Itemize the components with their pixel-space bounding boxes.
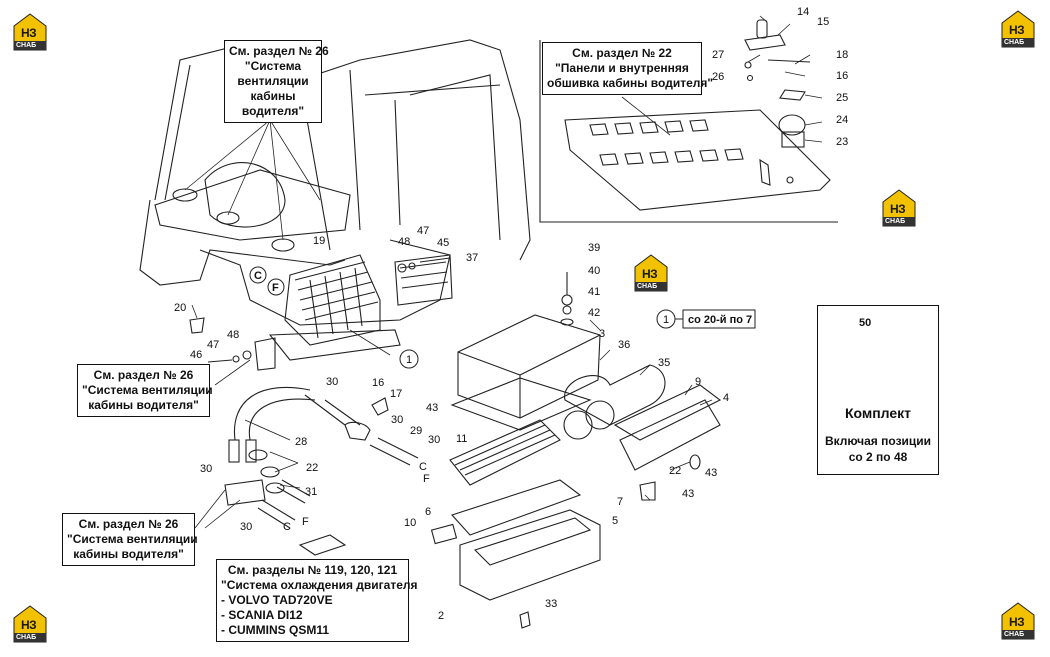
logo-icon — [634, 254, 668, 292]
coolant-hoses — [228, 386, 419, 529]
kit-box: 50 Комплект Включая позиции со 2 по 48 — [817, 305, 939, 475]
part-number-9: 9 — [695, 376, 701, 388]
range-note-number: 1 — [663, 314, 669, 326]
range-note: 1 со 20-й по 7 — [656, 309, 756, 329]
logo-icon — [882, 189, 916, 227]
callout-engine-cooling: См. разделы № 119, 120, 121 "Система охл… — [216, 559, 418, 642]
part-number-42: 42 — [588, 307, 600, 319]
part-number-15: 15 — [817, 16, 829, 28]
part-number-16: 16 — [372, 377, 384, 389]
part-number-43: 43 — [426, 402, 438, 414]
part-number-5: 5 — [612, 515, 618, 527]
kit-title: Комплект — [844, 405, 912, 421]
connector-c-label: C — [254, 270, 262, 282]
part-number-25: 25 — [836, 92, 848, 104]
part-number-40: 40 — [588, 265, 600, 277]
connector-c-label-3: C — [283, 521, 291, 533]
part-number-1: 1 — [406, 354, 412, 366]
callout-circle — [399, 349, 419, 369]
part-number-41: 41 — [588, 286, 600, 298]
part-number-6: 6 — [425, 506, 431, 518]
leader-lines — [184, 15, 823, 529]
part-number-23: 23 — [836, 136, 848, 148]
part-number-48: 48 — [398, 236, 410, 248]
part-number-30: 30 — [200, 463, 212, 475]
part-number-48: 48 — [227, 329, 239, 341]
part-number-17: 17 — [390, 388, 402, 400]
flow-arrow — [298, 534, 347, 556]
part-number-7: 7 — [617, 496, 623, 508]
part-number-47: 47 — [207, 339, 219, 351]
part-number-19: 19 — [313, 235, 325, 247]
logo-icon — [13, 13, 47, 51]
connector-f-label-3: F — [302, 516, 309, 528]
part-number-2: 2 — [438, 610, 444, 622]
cab-frame — [139, 39, 531, 361]
part-number-35: 35 — [658, 357, 670, 369]
part-number-4: 4 — [723, 392, 729, 404]
callout-ventilation-low: См. раздел № 26 "Система вентиляции каби… — [62, 513, 198, 566]
part-number-39: 39 — [588, 242, 600, 254]
interior-panel — [539, 40, 838, 223]
part-number-3: 3 — [599, 328, 605, 340]
part-number-22: 22 — [669, 465, 681, 477]
logo-icon — [1001, 602, 1035, 640]
part-number-30: 30 — [391, 414, 403, 426]
part-number-47: 47 — [417, 225, 429, 237]
part-number-18: 18 — [836, 49, 848, 61]
part-number-45: 45 — [437, 237, 449, 249]
connector-marks: C F C F C F — [249, 266, 430, 533]
part-number-36: 36 — [618, 339, 630, 351]
part-number-31: 31 — [305, 486, 317, 498]
cab-heater-core — [284, 254, 453, 346]
part-number-37: 37 — [466, 252, 478, 264]
part-number-26: 26 — [712, 71, 724, 83]
part-number-10: 10 — [404, 517, 416, 529]
part-number-30: 30 — [326, 376, 338, 388]
part-number-29: 29 — [410, 425, 422, 437]
part-number-22: 22 — [306, 462, 318, 474]
part-number-28: 28 — [295, 436, 307, 448]
connector-c-label-2: C — [419, 461, 427, 473]
part-number-24: 24 — [836, 114, 848, 126]
fittings — [189, 257, 701, 506]
control-knob-assembly — [744, 19, 811, 148]
part-number-43: 43 — [705, 467, 717, 479]
part-number-27: 27 — [712, 49, 724, 61]
kit-number: 50 — [859, 317, 872, 329]
part-number-16: 16 — [836, 70, 848, 82]
part-number-30: 30 — [428, 434, 440, 446]
part-number-46: 46 — [190, 349, 202, 361]
callout-panels: См. раздел № 22 "Панели и внутренняя обш… — [542, 42, 713, 95]
part-number-20: 20 — [174, 302, 186, 314]
part-number-30: 30 — [240, 521, 252, 533]
callout-ventilation-top: См. раздел № 26 "Система вентиляции каби… — [224, 40, 329, 123]
part-number-33: 33 — [545, 598, 557, 610]
part-number-11: 11 — [456, 433, 467, 445]
part-number-43: 43 — [682, 488, 694, 500]
callout-ventilation-mid: См. раздел № 26 "Система вентиляции каби… — [77, 364, 213, 417]
part-number-14: 14 — [797, 6, 809, 18]
range-note-text: со 20-й по 7 — [688, 314, 752, 326]
logo-icon — [1001, 10, 1035, 48]
logo-icon — [13, 605, 47, 643]
connector-f-label-2: F — [423, 473, 430, 485]
kit-description: Включая позиции со 2 по 48 — [824, 434, 932, 464]
heater-housing — [430, 314, 722, 629]
connector-f-label: F — [272, 282, 279, 294]
